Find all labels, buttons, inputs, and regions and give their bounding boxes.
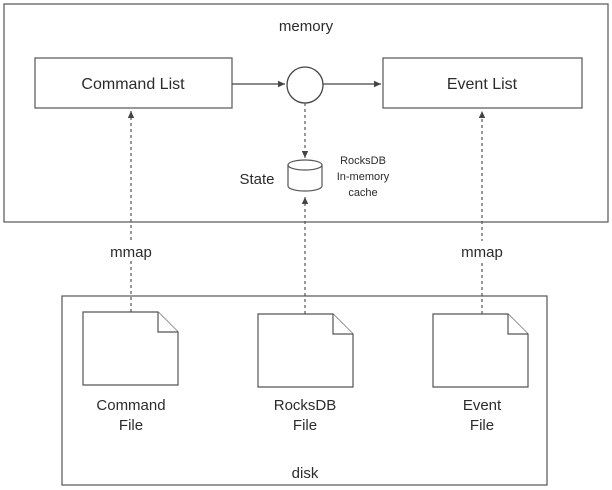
cache-label-line3: cache — [348, 187, 377, 199]
command-list-box — [34, 57, 233, 109]
state-cylinder-icon — [287, 159, 323, 192]
memory-region — [3, 3, 609, 223]
event-list-label: Event List — [447, 76, 518, 93]
event-file-label-line2: File — [470, 417, 494, 434]
command-list-label: Command List — [81, 76, 185, 93]
rocksdb-file-label-line2: File — [293, 417, 317, 434]
mmap-label-right: mmap — [461, 244, 503, 261]
processor-circle — [286, 66, 324, 104]
disk-label: disk — [292, 465, 319, 482]
command-file-label-line1: Command — [96, 397, 165, 414]
command-file-label-line2: File — [119, 417, 143, 434]
cache-label-line1: RocksDB — [340, 155, 386, 167]
event-file-icon — [432, 313, 529, 388]
command-file-icon — [82, 311, 179, 386]
state-label: State — [239, 171, 274, 188]
memory-label: memory — [279, 18, 334, 35]
rocksdb-file-icon — [257, 313, 354, 388]
event-file-label-line1: Event — [463, 397, 502, 414]
mmap-label-left: mmap — [110, 244, 152, 261]
rocksdb-file-label-line1: RocksDB — [274, 397, 337, 414]
cache-label-line2: In-memory — [337, 171, 390, 183]
event-list-box — [382, 57, 583, 109]
